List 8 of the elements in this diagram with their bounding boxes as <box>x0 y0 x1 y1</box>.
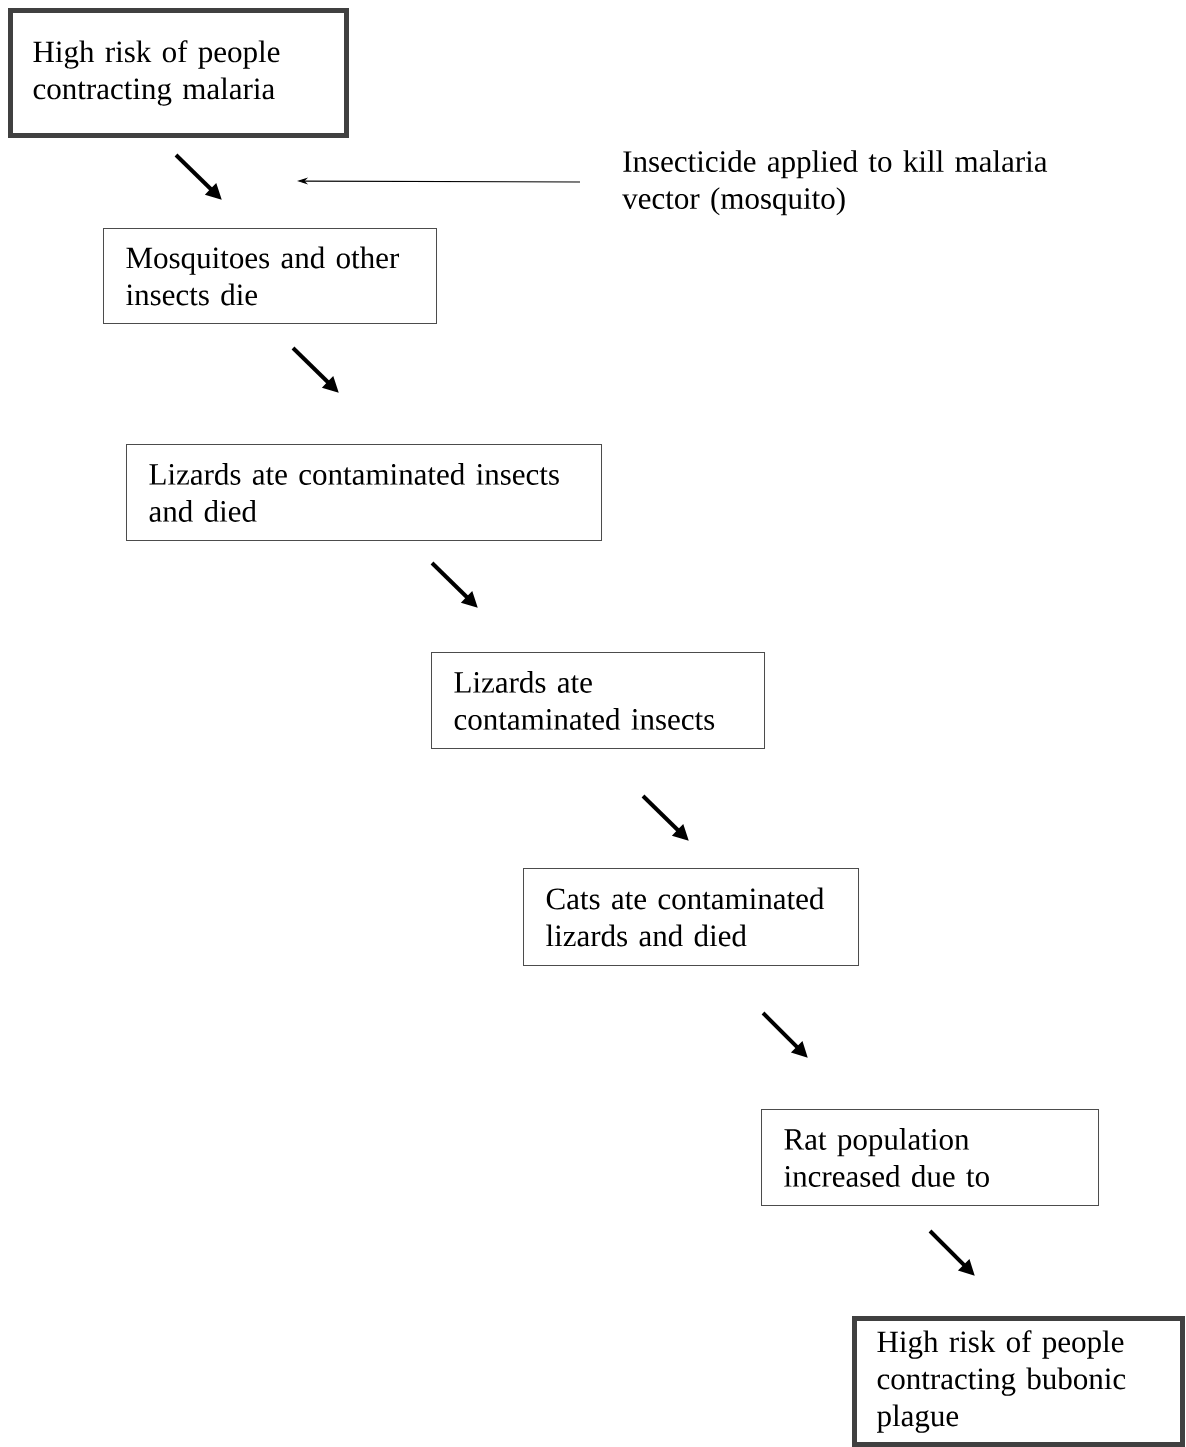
process-box: High risk of people contracting malaria <box>8 8 349 138</box>
process-box: Lizards ate contaminated insects and died <box>126 444 602 541</box>
process-box: Cats ate contaminated lizards and died <box>523 868 859 966</box>
process-box: Mosquitoes and other insects die <box>103 228 437 324</box>
process-box: Rat population increased due to <box>761 1109 1099 1206</box>
process-box: Lizards ate contaminated insects <box>431 652 765 749</box>
process-box: High risk of people contracting bubonic plague <box>852 1316 1185 1447</box>
note-text: Insecticide applied to kill malaria vector (mosquito) <box>622 150 1048 216</box>
